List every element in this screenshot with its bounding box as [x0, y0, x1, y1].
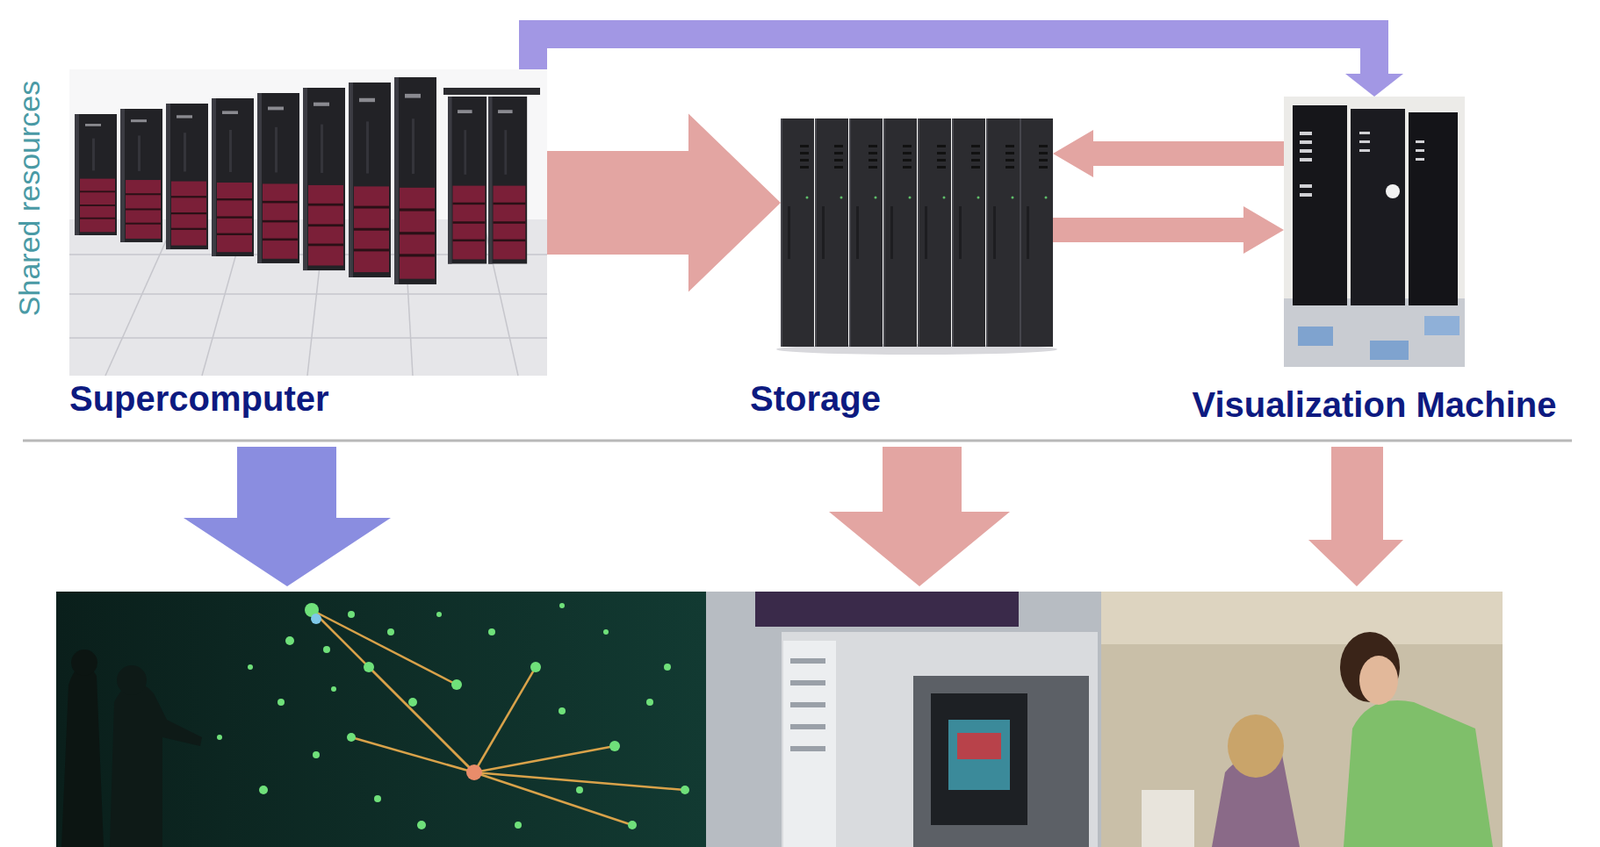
hardware-node: Storage [780, 112, 1053, 353]
side-label: Shared resources [11, 80, 47, 317]
arrow-body [533, 34, 1375, 74]
hardware-node: Supercomputer [69, 69, 548, 376]
arrow-shape [547, 114, 781, 293]
hardware-node: Visualization Machine [1283, 96, 1465, 368]
flow-arrow [1052, 206, 1284, 254]
node-label: Storage [749, 377, 881, 420]
node-label: Supercomputer [69, 377, 330, 420]
flow-arrow [1052, 129, 1284, 178]
arrow-shape [1052, 206, 1284, 254]
flow-arrow [547, 114, 781, 293]
arrow-shape [1052, 129, 1284, 178]
node-label: Visualization Machine [1192, 383, 1557, 426]
arrow-head [1345, 73, 1404, 97]
flow-arrow [533, 34, 1404, 97]
